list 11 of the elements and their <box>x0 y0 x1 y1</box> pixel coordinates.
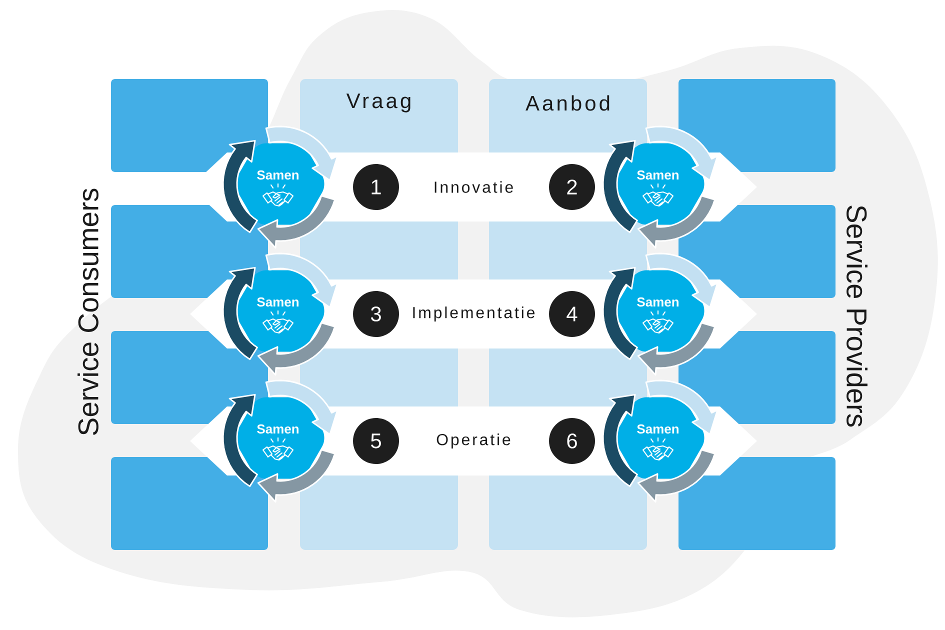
empty-box <box>111 78 268 172</box>
empty-box <box>111 456 268 550</box>
hexagon-badge: Samen <box>236 397 324 479</box>
hexagon-badge: Samen <box>236 270 324 352</box>
vertical-label: Service Providers <box>846 206 868 427</box>
empty-box <box>678 456 836 550</box>
vertical-label: Service Consumers <box>78 188 98 436</box>
hexagon-badge: Samen <box>236 143 324 225</box>
hexagon-badge: Samen <box>616 143 704 225</box>
hexagon-badge: Samen <box>616 397 704 479</box>
hexagon-badge: Samen <box>616 270 704 352</box>
